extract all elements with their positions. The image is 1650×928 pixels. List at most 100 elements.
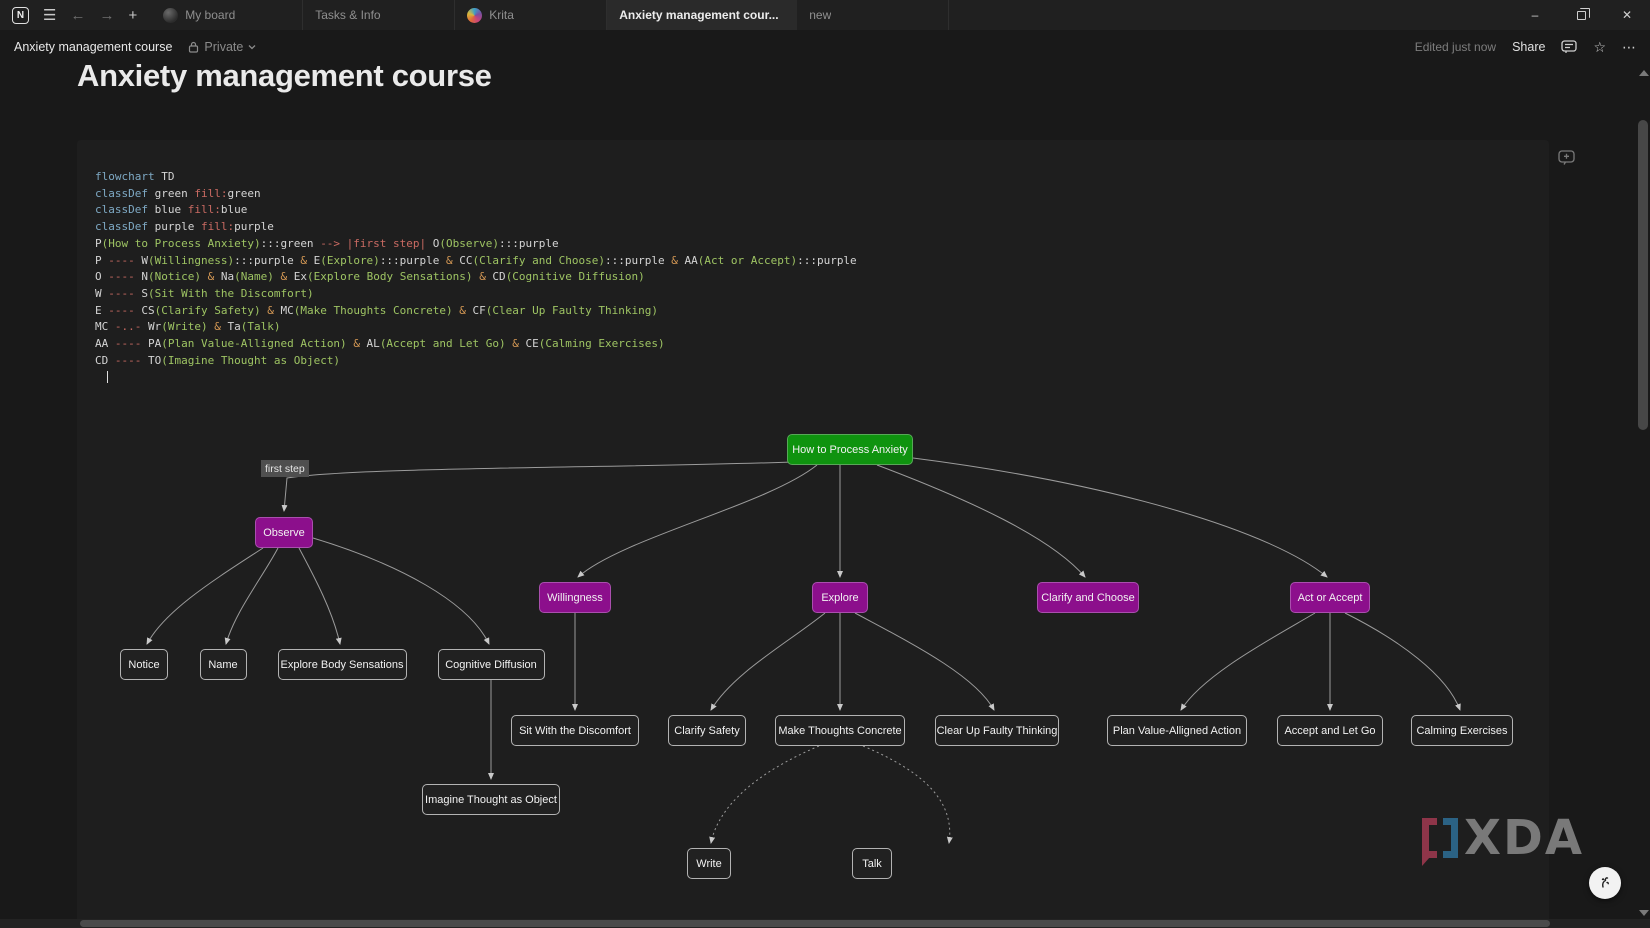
tab-label: Anxiety management cour... [619,8,779,22]
flowchart-node-Ta: Talk [852,848,892,879]
edge-O-CD [312,537,490,645]
xda-watermark-text: XDA [1464,810,1584,866]
notion-logo-icon[interactable]: N [12,6,29,24]
tab-krita[interactable]: Krita [455,0,608,30]
flowchart-node-CS: Clarify Safety [668,715,746,746]
window-controls: – ✕ [1512,0,1650,30]
edge-P-CC [876,464,1086,578]
edge-P-W [577,464,818,578]
text-cursor [107,371,108,384]
tab-new[interactable]: new [797,0,950,30]
xda-bracket-right-icon [1443,818,1458,858]
tab-strip: My board Tasks & Info Krita Anxiety managem… [151,0,950,30]
edited-status: Edited just now [1414,40,1497,54]
titlebar: N ☰ ← → + My board Tasks & Info Krita Anxie… [0,0,1650,30]
topbar-meta: Edited just now Share ☆ ⋯ [1414,39,1636,55]
flowchart-node-O: Observe [255,517,313,548]
tab-anxiety-management-cour[interactable]: Anxiety management cour... [607,0,798,30]
nav-cluster: N ☰ ← → + [0,0,151,30]
code-line: E ---- CS(Clarify Safety) & MC(Make Thou… [95,303,658,317]
xda-watermark: XDA [1422,810,1584,866]
flowchart-node-AA: Act or Accept [1290,582,1370,613]
flowchart-node-CC: Clarify and Choose [1037,582,1139,613]
flowchart-node-S: Sit With the Discomfort [511,715,639,746]
page-title[interactable]: Anxiety management course [77,58,492,93]
tab-tasks-info[interactable]: Tasks & Info [303,0,456,30]
flowchart-node-CE: Calming Exercises [1411,715,1513,746]
code-line: AA ---- PA(Plan Value-Alligned Action) &… [95,337,665,351]
flowchart-node-Ex: Explore Body Sensations [277,649,407,680]
code-line: O ---- N(Notice) & Na(Name) & Ex(Explore… [95,270,645,284]
flowchart-node-PA: Plan Value-Alligned Action [1107,715,1247,746]
flowchart-node-N: Notice [120,649,168,680]
tab-label: Tasks & Info [315,8,381,22]
flowchart-node-AL: Accept and Let Go [1277,715,1383,746]
back-icon[interactable]: ← [70,6,86,24]
flowchart-node-CD: Cognitive Diffusion [437,649,545,680]
edge-MC-Ta [862,745,953,844]
edge-MC-Wr [709,745,820,844]
privacy-dropdown[interactable]: Private [188,40,256,54]
tab-label: Krita [489,8,514,22]
code-line: classDef green fill:green [95,186,261,200]
edge-O-N [146,547,264,645]
code-line: W ---- S(Sit With the Discomfort) [95,286,314,300]
chevron-down-icon [248,45,256,50]
flowchart-node-P: How to Process Anxiety [787,434,913,465]
edge-E-CS [710,612,826,711]
scroll-up-arrow[interactable] [1639,70,1649,76]
topbar: Anxiety management course Private Edited… [0,30,1650,64]
tab-label: new [809,8,832,22]
forward-icon[interactable]: → [99,6,115,24]
code-line: classDef purple fill:purple [95,220,274,234]
privacy-label: Private [204,40,244,54]
flowchart-node-W: Willingness [539,582,611,613]
edge-P-AA [912,457,1328,578]
ai-face-icon [1601,877,1609,888]
scroll-down-arrow[interactable] [1639,910,1649,916]
edge-AA-CE [1344,612,1461,711]
vertical-scrollbar-thumb[interactable] [1638,120,1648,430]
breadcrumb[interactable]: Anxiety management course [14,40,173,54]
share-button[interactable]: Share [1512,40,1546,54]
flowchart-edges [146,457,1461,844]
restore-button[interactable] [1558,0,1604,30]
lock-icon [189,41,199,53]
code-line: flowchart TD [95,170,175,183]
edge-AA-PA [1180,612,1316,711]
notion-ai-button[interactable] [1589,867,1621,899]
tab-label: My board [185,8,236,22]
sidebar-menu-icon[interactable]: ☰ [43,6,57,24]
add-comment-icon[interactable] [1558,150,1575,166]
tab-my-board[interactable]: My board [151,0,304,30]
new-tab-icon[interactable]: + [128,6,138,24]
edge-label: first step [261,460,309,477]
edge-O-Ex [298,547,342,645]
code-editor: flowchart TD classDef green fill:green cla… [95,169,857,386]
krita-icon [467,7,483,23]
code-line: CD ---- TO(Imagine Thought as Object) [95,353,341,367]
flowchart-node-CF: Clear Up Faulty Thinking [935,715,1059,746]
horizontal-scrollbar[interactable] [0,919,1650,928]
flowchart-node-Wr: Write [687,848,731,879]
flowchart-node-MC: Make Thoughts Concrete [775,715,905,746]
code-line: classDef blue fill:blue [95,203,248,217]
code-line: MC -..- Wr(Write) & Ta(Talk) [95,320,281,334]
flowchart-node-E: Explore [812,582,868,613]
edge-P-O [281,461,794,512]
edge-O-Na [224,547,279,645]
code-line: P ---- W(Willingness):::purple & E(Explo… [95,253,857,267]
mermaid-code-block[interactable]: flowchart TD classDef green fill:green cla… [77,140,1549,928]
horizontal-scrollbar-thumb[interactable] [80,920,1550,927]
board-avatar-icon [163,7,179,23]
code-line: P(How to Process Anxiety):::green --> |f… [95,236,559,250]
close-button[interactable]: ✕ [1621,8,1633,22]
flowchart-node-Na: Name [199,649,247,680]
favorite-star-icon[interactable]: ☆ [1593,39,1606,55]
minimize-button[interactable]: – [1531,8,1539,22]
xda-bracket-left-icon [1422,818,1437,866]
more-options-icon[interactable]: ⋯ [1622,39,1636,55]
comments-icon[interactable] [1561,39,1578,55]
